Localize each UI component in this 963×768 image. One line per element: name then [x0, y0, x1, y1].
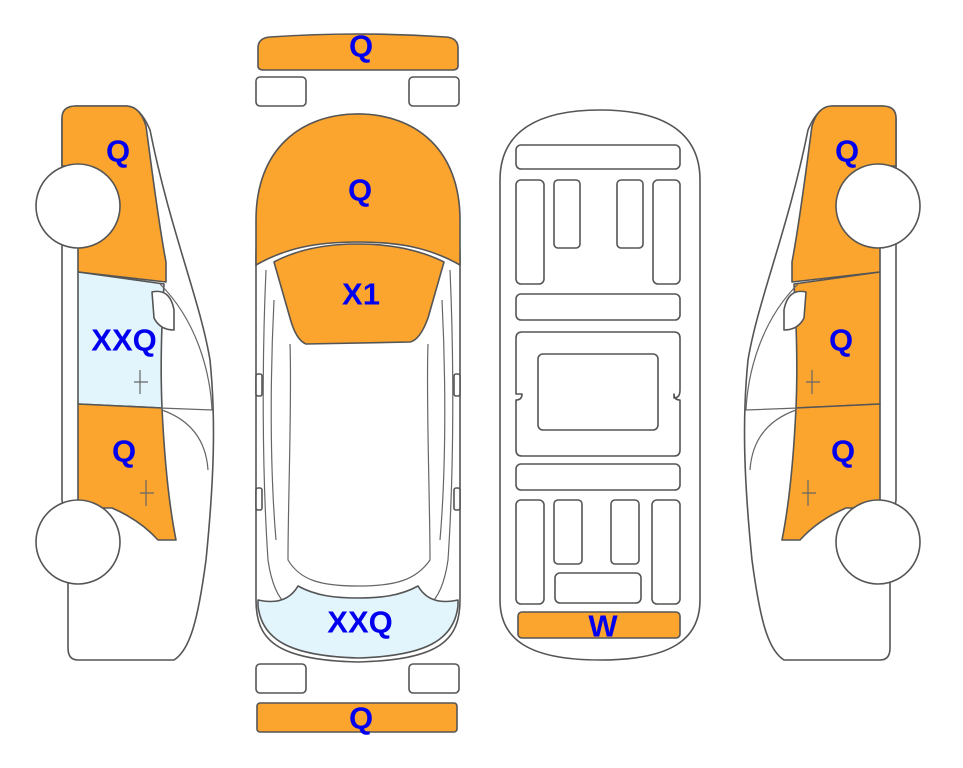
right-handle-1	[806, 370, 820, 394]
front-right-light	[408, 76, 460, 107]
right-front-fender-code: Q	[835, 134, 859, 169]
underbody-left-rail-front	[515, 179, 545, 285]
right-front-door-code: Q	[829, 323, 853, 358]
underbody-mid-crossmember-2	[515, 463, 681, 491]
left-door-handle	[255, 487, 263, 511]
underbody-rear-crossmember	[554, 572, 642, 604]
underbody-right-rail-front	[652, 179, 681, 285]
right-rear-wheel	[835, 499, 921, 585]
rear-bumper-panel[interactable]	[256, 702, 458, 733]
windshield-panel[interactable]	[273, 243, 445, 345]
right-handle-2	[802, 480, 816, 506]
hood-code: Q	[348, 173, 372, 208]
rear-left-light	[255, 663, 307, 694]
right-mirror-side	[783, 290, 807, 331]
underbody-left-rail-rear	[515, 499, 545, 605]
underbody-rear-strip-code: W	[588, 609, 618, 644]
right-door-line	[745, 283, 799, 411]
right-side-view: Q Q Q	[743, 105, 921, 661]
left-front-fender-code: Q	[106, 134, 130, 169]
right-side-line	[427, 269, 454, 607]
windshield-code: X1	[342, 277, 380, 312]
left-side-line	[262, 269, 289, 607]
roof-outline	[287, 343, 431, 587]
underbody-mid-crossmember-1	[515, 293, 681, 321]
underbody-rear-right-mount	[610, 499, 640, 565]
top-view: Q Q X1 XXQ Q	[255, 29, 461, 736]
right-inner-line	[439, 299, 446, 541]
left-front-window-code: XXQ	[91, 323, 156, 358]
left-handle-2	[140, 480, 154, 506]
left-side-view: Q XXQ Q	[35, 105, 215, 661]
left-lower-line	[161, 409, 209, 471]
underbody-right-mount	[616, 179, 644, 249]
left-mirror-side	[151, 290, 175, 331]
underbody-view: W	[499, 109, 701, 661]
left-handle-1	[134, 370, 148, 394]
front-bumper-panel[interactable]	[257, 33, 459, 71]
left-rear-door-panel[interactable]	[77, 403, 177, 541]
left-front-wheel	[35, 163, 121, 249]
rear-window-code: XXQ	[327, 605, 392, 640]
right-lower-line	[749, 409, 797, 471]
rear-window-panel[interactable]	[257, 585, 459, 659]
right-front-wheel	[835, 163, 921, 249]
right-rear-door-code: Q	[831, 434, 855, 469]
left-inner-line	[270, 299, 277, 541]
underbody-right-rail-rear	[651, 499, 681, 605]
front-left-light	[255, 76, 307, 107]
hood-panel[interactable]	[255, 113, 461, 266]
left-mirror	[255, 373, 263, 397]
left-door-line	[159, 283, 213, 411]
underbody-rear-strip-panel[interactable]	[517, 611, 681, 639]
rear-bumper-code: Q	[349, 701, 373, 736]
front-bumper-code: Q	[349, 29, 373, 64]
rear-right-light	[408, 663, 460, 694]
left-rear-door-code: Q	[112, 434, 136, 469]
left-rear-wheel	[35, 499, 121, 585]
underbody-left-mount	[553, 179, 581, 249]
right-door-handle	[453, 487, 461, 511]
underbody-center-plate	[537, 353, 659, 431]
right-mirror	[453, 373, 461, 397]
underbody-front-crossmember	[515, 144, 681, 170]
underbody-rear-left-mount	[553, 499, 583, 565]
